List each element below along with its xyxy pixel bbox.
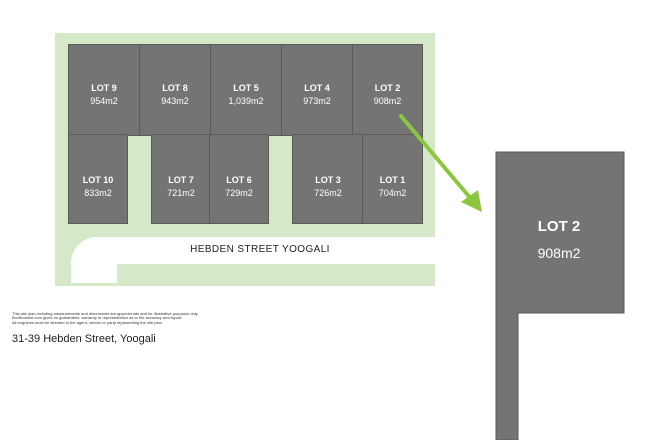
lot-area: 954m2: [90, 96, 118, 106]
lot-4[interactable]: LOT 4 973m2: [281, 44, 353, 136]
lot-name: LOT 4: [304, 83, 330, 93]
detail-lot-name: LOT 2: [537, 218, 581, 235]
lot-3[interactable]: LOT 3 726m2: [292, 134, 364, 224]
lot-area: 1,039m2: [228, 96, 264, 106]
detail-lot-area: 908m2: [537, 245, 581, 261]
lot-2-detail-shape: [495, 151, 625, 440]
property-address: 31-39 Hebden Street, Yoogali: [12, 333, 156, 345]
lot-name: LOT 1: [379, 175, 406, 185]
lot-2[interactable]: LOT 2 908m2: [352, 44, 423, 136]
arrow-head-icon: [461, 190, 482, 212]
lot-area: 704m2: [378, 188, 407, 198]
lot-area: 973m2: [303, 96, 331, 106]
lot-name: LOT 3: [315, 175, 341, 185]
lot-7[interactable]: LOT 7 721m2: [151, 134, 211, 224]
lot-area: 729m2: [225, 188, 253, 198]
disclaimer-line: BoxBrownie.com gives no guarantees, warr…: [12, 315, 183, 321]
disclaimer-line: All enquiries must be directed to the ag…: [12, 319, 163, 325]
disclaimer: This site plan including measurements an…: [12, 311, 242, 325]
lot-name: LOT 9: [91, 83, 117, 93]
lot-name: LOT 6: [226, 175, 252, 185]
lot-1[interactable]: LOT 1 704m2: [362, 134, 423, 224]
lot-10[interactable]: LOT 10 833m2: [68, 134, 128, 224]
lot-area: 721m2: [167, 188, 195, 198]
lot-name: LOT 10: [82, 175, 114, 185]
lot-name: LOT 7: [168, 175, 194, 185]
street-label: HEBDEN STREET YOOGALI: [190, 244, 330, 255]
lot-area: 943m2: [161, 96, 189, 106]
lot-name: LOT 8: [162, 83, 188, 93]
disclaimer-line: This site plan including measurements an…: [12, 311, 199, 316]
lot-area: 908m2: [373, 96, 402, 106]
lot-name: LOT 5: [233, 83, 259, 93]
lot-name: LOT 2: [374, 83, 401, 93]
lot-6[interactable]: LOT 6 729m2: [209, 134, 269, 224]
street-road: [94, 237, 436, 264]
pointer-arrow-icon: [399, 114, 474, 202]
lot-area: 726m2: [314, 188, 342, 198]
lot-area: 833m2: [84, 188, 112, 198]
